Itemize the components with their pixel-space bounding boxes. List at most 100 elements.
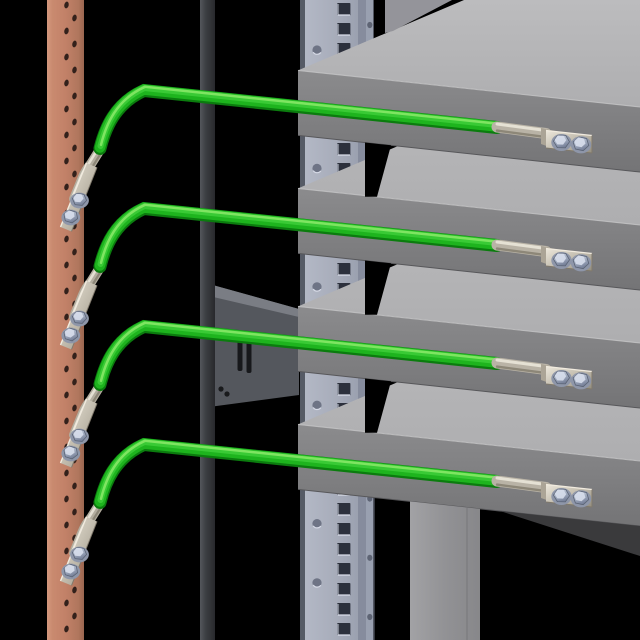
busbar-hole: [64, 391, 69, 399]
hex-bolt-top: [73, 311, 84, 321]
cable-insulation-specular: [99, 439, 500, 501]
shelf-front-bottom-edge: [297, 370, 640, 409]
beam-slot: [246, 339, 252, 373]
rail-side-hole: [367, 21, 373, 29]
rail-hole-highlight: [312, 170, 322, 174]
grounding-cable-1: [59, 83, 593, 232]
rail-slot: [337, 143, 351, 156]
rail-slot: [337, 23, 351, 36]
shelf-ferrule-shadow: [495, 247, 548, 257]
beam-hole: [218, 386, 224, 392]
busbar-hole: [72, 352, 77, 360]
shelf-front-bottom-edge: [297, 134, 640, 173]
rail-hole-highlight: [312, 525, 322, 529]
beam-hole: [224, 391, 230, 397]
shelf-ferrule: [491, 121, 552, 139]
rail-hole-highlight: [312, 288, 322, 292]
rail-hole: [312, 400, 322, 410]
grounding-cables: [59, 83, 593, 586]
rail-hole: [312, 45, 322, 55]
hex-bolt-top: [554, 489, 567, 499]
hex-bolt-top: [574, 137, 586, 148]
shelf-ferrule-shadow: [495, 483, 548, 493]
shelf-front-top-edge: [297, 423, 640, 462]
rail-slot: [337, 623, 351, 636]
grounding-cable-2: [59, 201, 593, 350]
busbar-hole: [72, 118, 77, 126]
busbar-hole: [64, 261, 69, 269]
busbar-hole: [72, 14, 77, 22]
cable-insulation-specular: [99, 321, 500, 383]
rail-slot: [337, 563, 351, 576]
busbar-hole: [72, 248, 77, 256]
shelf-front-top-edge: [297, 187, 640, 226]
shelf-front-top-edge: [297, 305, 640, 344]
shelf-ferrule-highlight: [495, 358, 548, 368]
rail-hole-highlight: [312, 51, 322, 55]
busbar-hole: [72, 170, 77, 178]
beam-face: [209, 284, 299, 407]
rail-slot: [337, 503, 351, 516]
rail-slot: [337, 603, 351, 616]
cross-support-bracket: [208, 284, 299, 407]
busbar-hole: [64, 495, 69, 503]
hex-bolt-top: [574, 491, 586, 502]
lug-edge-highlight: [545, 365, 593, 373]
shelf-gap-shadow: [365, 260, 391, 315]
rail-hole-highlight: [312, 584, 322, 588]
busbar-hole: [72, 482, 77, 490]
shelf-ferrule: [491, 357, 552, 375]
hex-bolt-top: [574, 373, 586, 384]
hex-bolt-top: [73, 429, 84, 439]
shelf-gap-shadow: [365, 142, 391, 197]
shelf-ferrule-highlight: [495, 122, 548, 132]
shelf-underside: [500, 511, 640, 556]
rail-hole: [312, 282, 322, 292]
rail-slot: [337, 523, 351, 536]
rear-rack-post: [410, 501, 480, 640]
busbar-hole: [64, 417, 69, 425]
rail-slot: [337, 383, 351, 396]
busbar-hole: [64, 183, 69, 191]
busbar-hole: [64, 365, 69, 373]
busbar-hole: [64, 469, 69, 477]
rail-side-hole: [367, 613, 373, 621]
busbar-hole: [64, 547, 69, 555]
busbar-hole: [72, 92, 77, 100]
busbar-hole: [64, 1, 69, 9]
hex-bolt-top: [64, 210, 75, 220]
lug-edge-highlight: [545, 247, 593, 255]
hex-bolt-top: [554, 253, 567, 263]
rail-hole-highlight: [312, 407, 322, 411]
rail-slot: [337, 263, 351, 276]
busbar-hole: [72, 612, 77, 620]
hex-bolt-top: [73, 193, 84, 203]
busbar-hole: [64, 599, 69, 607]
rail-hole: [312, 519, 322, 529]
busbar-hole: [64, 235, 69, 243]
lug-edge-highlight: [545, 129, 593, 137]
busbar-hole: [72, 66, 77, 74]
shelf-gap-shadow: [374, 0, 385, 38]
busbar-hole: [64, 27, 69, 35]
shelf-ferrule: [491, 475, 552, 493]
hex-bolt-top: [73, 547, 84, 557]
shelf-ferrule-shadow: [495, 129, 548, 139]
cable-insulation-specular: [99, 85, 500, 147]
rail-slot: [337, 3, 351, 16]
shelf-gap-shadow: [365, 378, 391, 433]
rear-post-body: [410, 501, 480, 640]
shelf-front-top-edge: [297, 69, 640, 108]
shelf-ferrule-highlight: [495, 476, 548, 486]
busbar-hole: [72, 144, 77, 152]
shelf-side-face: [385, 0, 452, 33]
busbar-hole: [64, 521, 69, 529]
shelf-top-face: [298, 0, 640, 107]
hex-bolt-top: [574, 255, 586, 266]
beam-top-flange: [209, 284, 299, 317]
busbar-hole: [64, 79, 69, 87]
rail-slot: [337, 543, 351, 556]
hex-bolt-top: [64, 328, 75, 338]
